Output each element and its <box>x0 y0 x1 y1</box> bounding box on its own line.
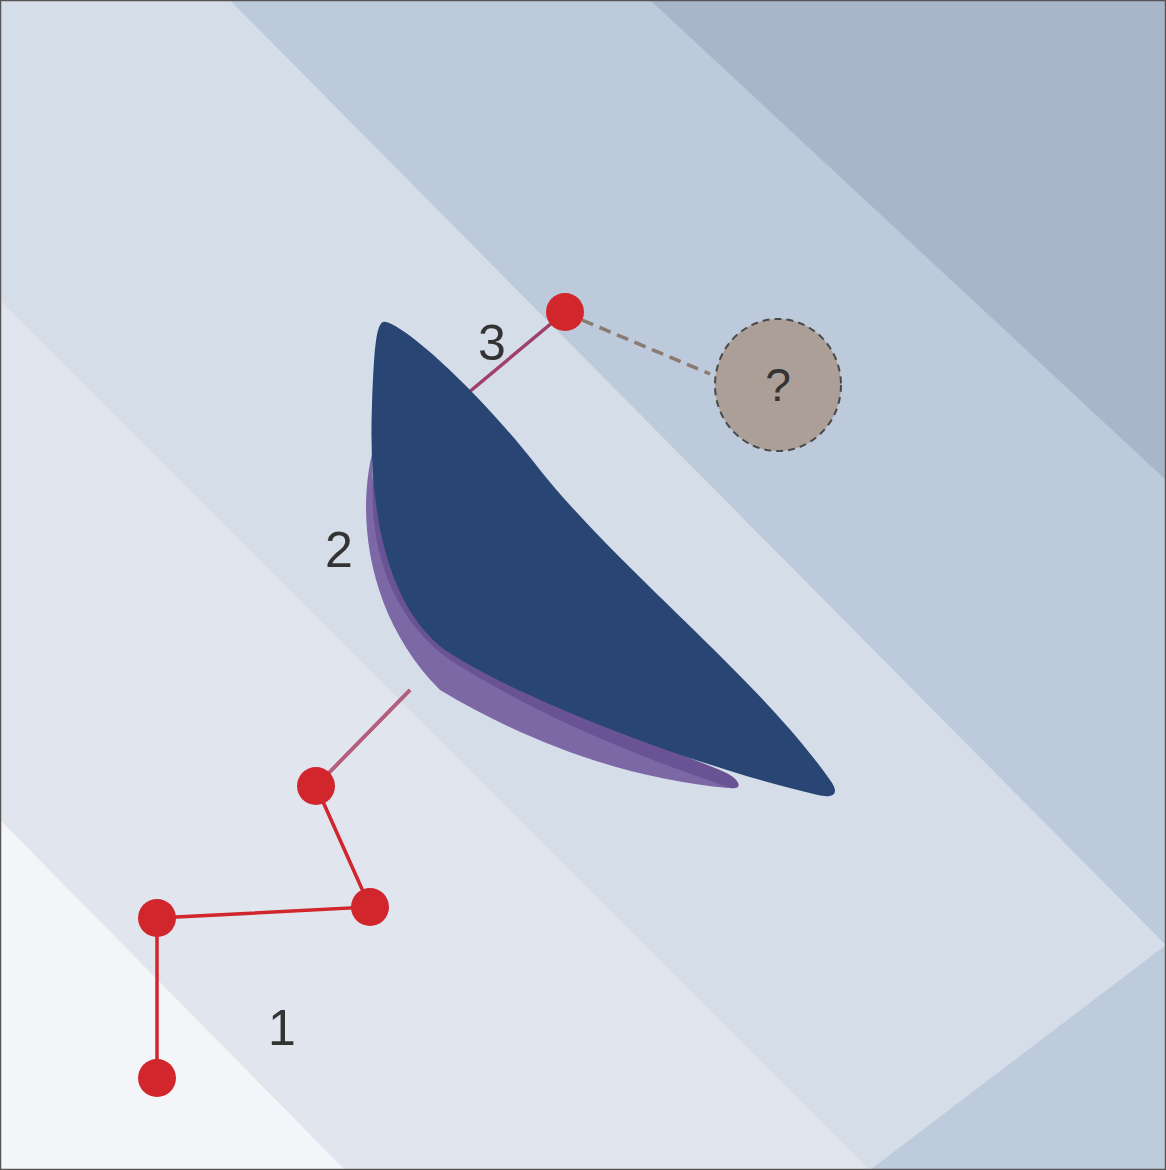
band <box>650 0 1166 480</box>
node-text: ? <box>765 362 791 408</box>
band <box>230 0 1166 945</box>
path-line <box>462 312 565 398</box>
band <box>0 300 870 1170</box>
path-line <box>157 690 410 1078</box>
ellipse-shape <box>715 319 841 451</box>
sample-dot <box>297 767 335 805</box>
dashed-line <box>582 320 710 374</box>
sample-dot <box>138 899 176 937</box>
band <box>230 0 1166 1170</box>
unknown-ellipse: ? <box>713 317 843 453</box>
sample-dot <box>351 888 389 926</box>
path-line <box>316 690 410 786</box>
callout-number: 2 <box>325 525 353 575</box>
callout-number: 3 <box>478 318 506 368</box>
posterior-blob <box>371 322 835 796</box>
callout-number: 1 <box>268 1003 296 1053</box>
band <box>0 820 345 1170</box>
sample-dot <box>546 293 584 331</box>
sample-dot <box>138 1059 176 1097</box>
